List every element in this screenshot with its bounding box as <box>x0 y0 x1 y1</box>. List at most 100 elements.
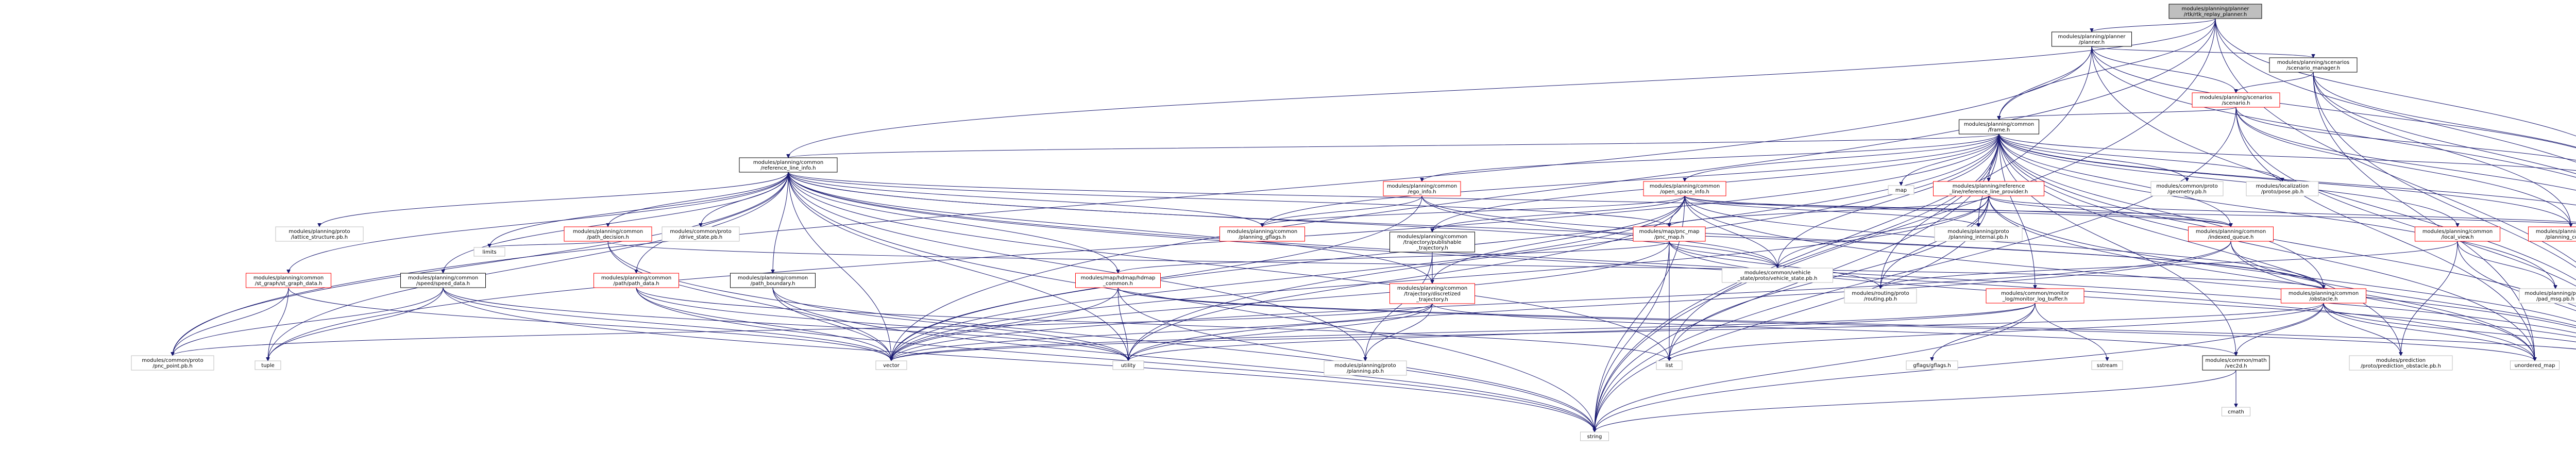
node-planning_context[interactable]: modules/planning/common/planning_context… <box>2528 226 2576 242</box>
edge-ref_line_info-to-path_data <box>636 172 789 273</box>
node-indexed_queue[interactable]: modules/planning/common/indexed_queue.h <box>2188 226 2274 242</box>
node-vehicle_state_pb[interactable]: modules/common/vehicle_state/proto/vehic… <box>1722 268 1833 283</box>
node-label: _state/proto/vehicle_state.pb.h <box>1737 276 1818 281</box>
node-label: /ego_info.h <box>1408 189 1436 195</box>
node-scenario[interactable]: modules/planning/scenarios/scenario.h <box>2192 92 2280 108</box>
node-tuple[interactable]: tuple <box>255 360 281 370</box>
node-label: /open_space_info.h <box>1660 189 1709 195</box>
edge-ref_line_info-to-pnc_point_pb <box>173 172 789 356</box>
node-root[interactable]: modules/planning/planner/rtk/rtk_replay_… <box>2168 4 2262 19</box>
node-label: /speed/speed_data.h <box>416 281 470 287</box>
node-vector[interactable]: vector <box>875 360 907 370</box>
node-vec2d[interactable]: modules/common/math/vec2d.h <box>2202 355 2270 371</box>
node-box <box>2192 92 2280 108</box>
node-unordered_map[interactable]: unordered_map <box>2510 360 2560 370</box>
node-planning_gflags[interactable]: modules/planning/common/planning_gflags.… <box>1219 226 1305 242</box>
node-routing_pb[interactable]: modules/routing/proto/routing.pb.h <box>1844 288 1917 304</box>
node-pnc_point_pb[interactable]: modules/common/proto/pnc_point.pb.h <box>131 355 214 371</box>
edge-frame-to-log_buffer <box>1998 134 2035 289</box>
node-label: /obstacle.h <box>2309 296 2337 302</box>
node-string[interactable]: string <box>1580 431 1609 441</box>
node-box <box>1643 181 1726 196</box>
node-obstacle[interactable]: modules/planning/common/obstacle.h <box>2281 288 2366 304</box>
node-open_space_info[interactable]: modules/planning/common/open_space_info.… <box>1643 181 1726 196</box>
edge-speed_data-to-pnc_point_pb <box>173 287 444 356</box>
edge-frame-to-pad_msg_pb <box>1998 134 2555 289</box>
node-path_boundary[interactable]: modules/planning/common/path_boundary.h <box>730 273 816 288</box>
edge-discretized_traj-to-vec2d <box>1432 303 2236 356</box>
node-frame[interactable]: modules/planning/common/frame.h <box>1959 119 2039 135</box>
node-scen_mgr[interactable]: modules/planning/scenarios/scenario_mana… <box>2269 57 2358 73</box>
edge-open_space_info-to-publishable_traj <box>1432 195 1685 232</box>
node-list[interactable]: list <box>1656 360 1683 370</box>
node-path_decision[interactable]: modules/planning/common/path_decision.h <box>564 226 652 242</box>
node-label: /path_decision.h <box>587 235 629 240</box>
node-box <box>1389 231 1475 253</box>
node-pad_msg_pb[interactable]: modules/planning/proto/pad_msg.pb.h <box>2519 288 2576 304</box>
node-hdmap_common[interactable]: modules/map/hdmap/hdmap_common.h <box>1075 273 1161 288</box>
node-label: /frame.h <box>1988 127 2010 133</box>
node-path_data[interactable]: modules/planning/common/path/path_data.h <box>594 273 679 288</box>
edge-open_space_info-to-vehicle_state_pb <box>1684 195 1777 268</box>
edge-speed_data-to-string <box>443 287 1595 432</box>
node-box <box>1844 288 1917 304</box>
node-label: gflags/gflags.h <box>1913 363 1951 369</box>
node-ego_info[interactable]: modules/planning/common/ego_info.h <box>1383 181 1461 196</box>
node-label: modules/planning/common <box>2196 229 2266 235</box>
edge-indexed_queue-to-utility <box>1128 241 2231 361</box>
edge-ref_line_info-to-lattice_pb <box>319 172 789 227</box>
node-speed_data[interactable]: modules/planning/common/speed/speed_data… <box>400 273 486 288</box>
edge-st_graph_data-to-tuple <box>268 287 289 361</box>
node-label: modules/planning/common <box>753 160 823 165</box>
node-label: /proto/prediction_obstacle.pb.h <box>2361 363 2441 369</box>
node-label: /scenario_manager.h <box>2286 65 2340 71</box>
node-box <box>564 226 652 242</box>
node-label: /reference_line_info.h <box>760 165 816 171</box>
edge-scen_mgr-to-memory <box>2313 72 2576 268</box>
edge-planner-to-scenario <box>2091 46 2236 93</box>
node-label: modules/planning/proto <box>1947 229 2009 235</box>
node-planner[interactable]: modules/planning/planner/planner.h <box>2052 31 2132 47</box>
node-cmath[interactable]: cmath <box>2222 407 2250 417</box>
node-prediction_obstacle_pb[interactable]: modules/prediction/proto/prediction_obst… <box>2349 355 2453 371</box>
node-st_graph_data[interactable]: modules/planning/common/st_graph/st_grap… <box>246 273 331 288</box>
node-box <box>1888 185 1914 195</box>
node-utility[interactable]: utility <box>1112 360 1144 370</box>
node-box <box>2528 226 2576 242</box>
node-ref_line_provider[interactable]: modules/planning/reference_line/referenc… <box>1933 181 2044 196</box>
node-label: /drive_state.pb.h <box>679 235 722 240</box>
node-box <box>875 360 907 370</box>
node-map_std[interactable]: map <box>1888 185 1914 195</box>
node-label: modules/planning/proto <box>2524 291 2576 296</box>
node-ref_line_info[interactable]: modules/planning/common/reference_line_i… <box>739 157 838 173</box>
node-pnc_map[interactable]: modules/map/pnc_map/pnc_map.h <box>1633 226 1706 242</box>
node-sstream[interactable]: sstream <box>2091 360 2123 370</box>
node-limits[interactable]: limits <box>473 247 505 257</box>
node-drive_state_pb[interactable]: modules/common/proto/drive_state.pb.h <box>662 226 740 242</box>
node-box <box>2246 181 2319 196</box>
node-planning_pb[interactable]: modules/planning/proto/planning.pb.h <box>1324 360 1407 376</box>
node-local_view[interactable]: modules/planning/common/local_view.h <box>2415 226 2500 242</box>
edge-pnc_map-to-memory <box>1669 241 2576 338</box>
edge-frame-to-ref_line_info <box>788 134 1999 158</box>
node-geometry_pb[interactable]: modules/common/proto/geometry.pb.h <box>2150 181 2224 196</box>
node-box <box>2510 360 2560 370</box>
node-pose_pb[interactable]: modules/localization/proto/pose.pb.h <box>2246 181 2319 196</box>
node-box <box>400 273 486 288</box>
node-label: /st_graph/st_graph_data.h <box>255 281 323 287</box>
node-box <box>2281 288 2366 304</box>
node-label: modules/common/proto <box>2156 184 2217 189</box>
node-log_buffer[interactable]: modules/common/monitor_log/monitor_log_b… <box>1986 288 2084 304</box>
node-box <box>594 273 679 288</box>
node-label: _trajectory.h <box>1416 245 1448 251</box>
edge-frame-to-vehicle_state_pb <box>1777 134 1999 268</box>
edge-log_buffer-to-sstream <box>2035 303 2107 361</box>
node-publishable_traj[interactable]: modules/planning/common/trajectory/publi… <box>1389 231 1475 253</box>
edge-publishable_traj-to-planning_pb <box>1365 252 1433 361</box>
node-discretized_traj[interactable]: modules/planning/common/trajectory/discr… <box>1389 283 1475 304</box>
edge-log_buffer-to-gflags <box>1932 303 2036 361</box>
node-label: /trajectory/publishable <box>1403 240 1462 245</box>
node-lattice_pb[interactable]: modules/planning/proto/lattice_structure… <box>275 226 364 242</box>
node-planning_internal_pb[interactable]: modules/planning/proto/planning_internal… <box>1934 226 2023 242</box>
node-gflags[interactable]: gflags/gflags.h <box>1906 360 1958 370</box>
